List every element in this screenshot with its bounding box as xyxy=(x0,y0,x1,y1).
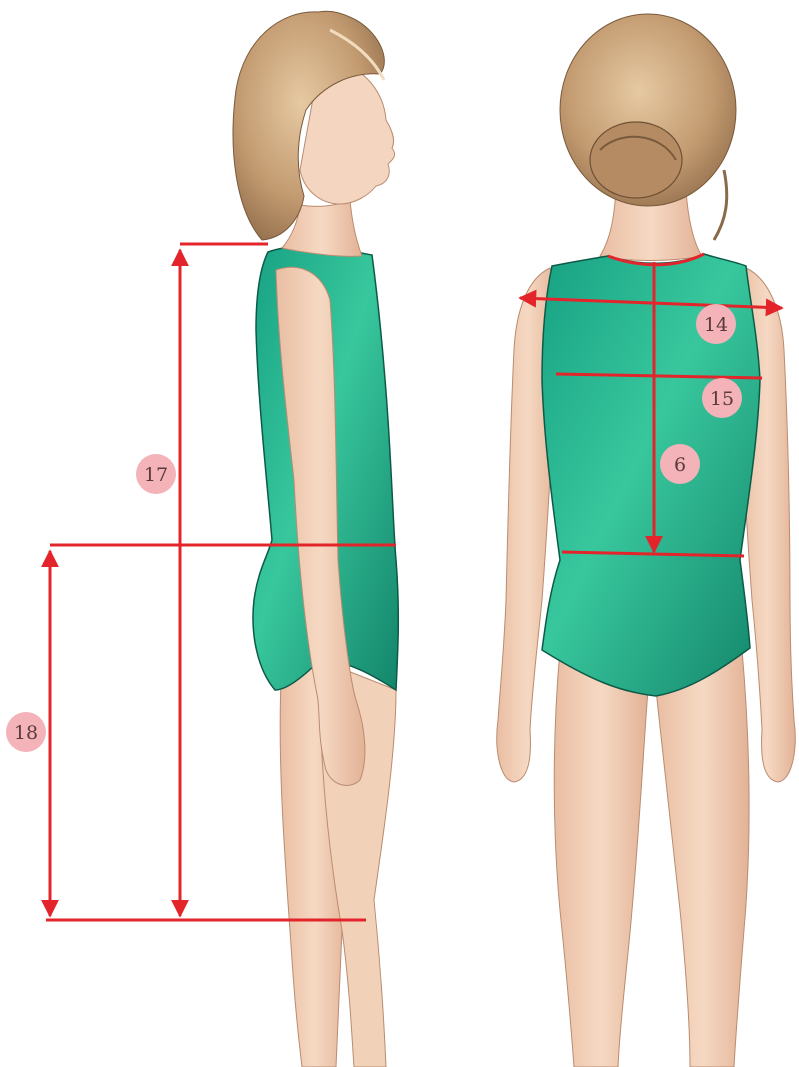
back-left-leg xyxy=(554,650,648,1067)
back-view-figure xyxy=(497,14,795,1067)
badge-6-label: 6 xyxy=(674,454,686,476)
loose-strand xyxy=(714,170,727,240)
badge-18: 18 xyxy=(6,712,46,752)
badge-17-label: 17 xyxy=(144,464,168,486)
badge-14-label: 14 xyxy=(704,314,728,336)
back-right-leg xyxy=(656,650,749,1067)
badge-15-label: 15 xyxy=(710,388,734,410)
badge-15: 15 xyxy=(702,378,742,418)
badge-18-label: 18 xyxy=(14,722,38,744)
badge-14: 14 xyxy=(696,304,736,344)
hair-bun xyxy=(590,122,682,198)
side-view-figure xyxy=(233,11,398,1067)
badge-6: 6 xyxy=(660,444,700,484)
badge-17: 17 xyxy=(136,454,176,494)
